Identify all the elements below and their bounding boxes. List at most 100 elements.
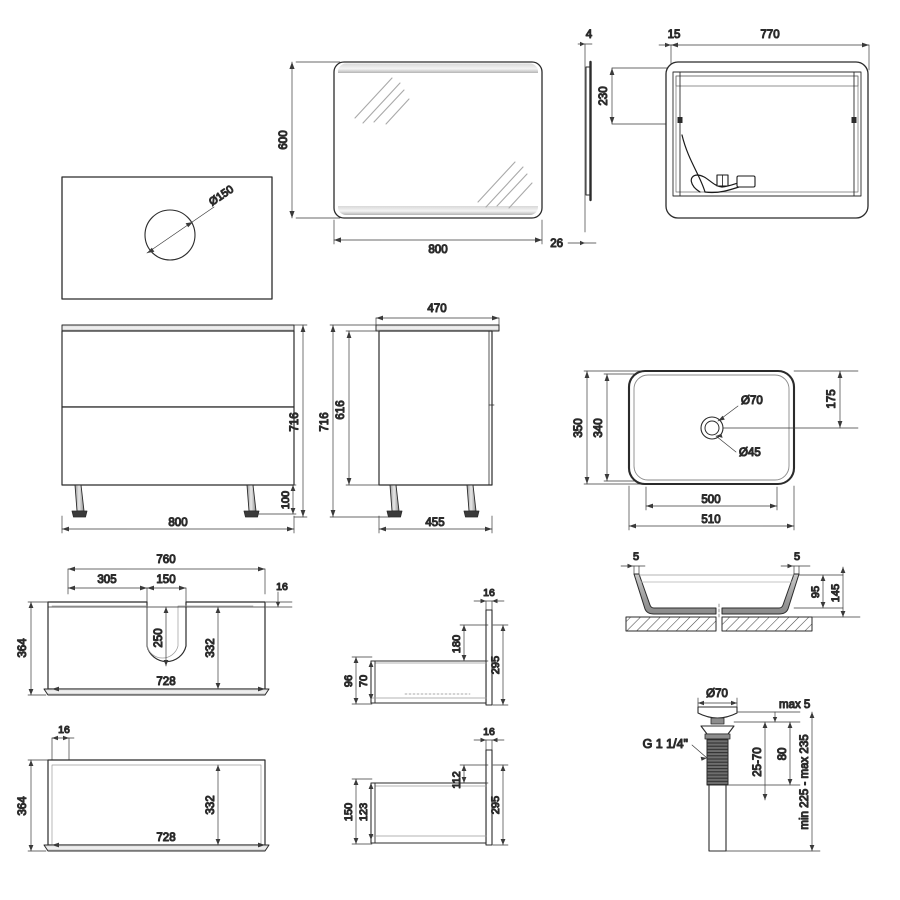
dim-upper-side-rail-height-label: 180 xyxy=(451,635,463,653)
cabinet-drawer-upper xyxy=(61,330,295,408)
dim-back-height-label: 230 xyxy=(598,86,610,105)
dim-lower-side-rail-height xyxy=(459,764,489,784)
cabinet-drawer-lower xyxy=(61,406,295,486)
dim-cabinet-body-height xyxy=(345,330,381,486)
dim-basin-inner-depth xyxy=(603,373,641,482)
dim-drain-inner-label: Ø45 xyxy=(739,447,761,459)
drawer-upper-plinth xyxy=(43,688,270,696)
leg-foot-right xyxy=(243,510,260,518)
leg-side-right xyxy=(466,484,477,512)
valve-cap xyxy=(697,706,738,719)
dim-valve-counter-range xyxy=(762,721,768,801)
view-cabinet-front: 716 100 800 xyxy=(61,324,308,534)
dim-lower-side-front-height-label: 295 xyxy=(490,796,502,814)
view-basin-top: 350 340 Ø70 Ø45 xyxy=(572,369,859,531)
dim-basin-inner-height-label: 95 xyxy=(810,586,822,598)
valve-stem xyxy=(710,717,725,725)
dim-drawer-lower-thickness xyxy=(51,735,75,761)
dim-cabinet-total-height xyxy=(293,324,308,518)
dim-drawer-upper-inner-height-label: 332 xyxy=(205,638,217,657)
dim-drawer-upper-width xyxy=(67,566,266,595)
dim-drawer-lower-inner-height xyxy=(215,764,221,846)
dim-drawer-upper-height xyxy=(27,601,51,696)
dim-cutout-depth xyxy=(163,606,169,667)
mirror-bottom-edge xyxy=(338,206,538,215)
dim-lower-side-rail-height-label: 112 xyxy=(451,771,463,789)
view-drawer-upper-front: 760 305 150 16 xyxy=(16,553,293,696)
dim-basin-outer-width-label: 510 xyxy=(701,514,720,526)
dim-lower-side-thickness-label: 16 xyxy=(483,726,495,738)
dim-cabinet-depth-top-label: 470 xyxy=(427,303,446,315)
view-drawer-lower-front: 16 364 332 728 xyxy=(16,723,270,852)
basin-section-left-wall xyxy=(633,573,717,615)
cabinet-side-body xyxy=(378,330,493,486)
mirror-top-edge xyxy=(338,63,538,73)
view-basin-section: 5 5 95 xyxy=(620,550,861,632)
dim-cabinet-total-height-label: 716 xyxy=(289,412,301,431)
dim-mirror-thickness-top-label: 4 xyxy=(586,29,593,41)
dim-cabinet-width-label: 800 xyxy=(168,517,187,529)
dim-valve-max-top xyxy=(733,711,801,723)
dim-basin-inner-width-label: 500 xyxy=(701,494,720,506)
drawer-lower-box xyxy=(47,759,266,846)
dim-mirror-height-label: 600 xyxy=(278,130,290,149)
dim-wall-left-label: 5 xyxy=(633,551,639,563)
dim-drawer-lower-height-label: 364 xyxy=(17,796,29,816)
dim-cabinet-side-total xyxy=(329,324,391,518)
dim-valve-body-height-label: 80 xyxy=(777,748,789,761)
view-drawer-upper-side: 16 180 295 xyxy=(342,586,509,706)
dim-mirror-width xyxy=(333,219,543,245)
view-mirror-side: 4 26 xyxy=(550,28,597,251)
dim-basin-outer-width xyxy=(628,485,795,531)
view-drawer-lower-side: 16 112 295 xyxy=(342,725,509,846)
dim-basin-inner-height xyxy=(793,574,844,609)
leg-side-left xyxy=(389,484,400,512)
valve-thread-leader xyxy=(691,744,708,761)
leg-side-foot-left xyxy=(386,510,403,518)
dim-basin-total-height xyxy=(811,566,861,618)
dim-cabinet-base-depth xyxy=(378,515,493,534)
dim-drain-offset-label: 175 xyxy=(826,389,838,408)
dim-cabinet-depth-top xyxy=(375,315,500,331)
view-drain-valve: Ø70 G 1 1/4" max 5 xyxy=(642,687,821,852)
dim-back-width xyxy=(670,42,870,71)
dim-cabinet-hole-leader xyxy=(146,206,215,254)
leg-front-left xyxy=(74,484,85,512)
countertop-slab-right xyxy=(721,616,813,632)
view-cabinet-top: Ø150 xyxy=(61,176,273,300)
dim-upper-side-thickness xyxy=(473,598,505,611)
mirror-reflection-lines xyxy=(354,77,533,209)
view-mirror-back: 15 770 230 xyxy=(597,28,870,219)
dim-drawer-upper-inner-width xyxy=(51,686,266,692)
cabinet-top-hole xyxy=(144,209,196,261)
dim-wall-left xyxy=(620,563,646,575)
dim-wall-right xyxy=(780,563,811,575)
dim-upper-side-inner-height-label: 70 xyxy=(358,675,370,687)
dim-drain-outer-leader xyxy=(717,405,739,422)
view-cabinet-side: 470 616 716 xyxy=(318,302,500,534)
mirror-mount-right xyxy=(851,117,857,123)
dim-valve-body-height xyxy=(727,721,801,786)
basin-section-right-wall xyxy=(721,573,800,615)
dim-valve-cap-diameter xyxy=(697,697,738,708)
dim-lower-side-inner-height-label: 123 xyxy=(358,803,370,821)
dim-mirror-thickness-bottom xyxy=(567,240,597,246)
dim-drawer-lower-inner-width-label: 728 xyxy=(156,832,175,844)
leg-side-foot-right xyxy=(463,510,480,518)
dim-lower-side-inner-height xyxy=(368,782,374,841)
basin-drain-inner xyxy=(704,420,720,436)
dim-valve-max-top-label: max 5 xyxy=(779,699,810,711)
dim-drawer-upper-thickness-label: 16 xyxy=(276,581,288,593)
dim-drawer-upper-inner-width-label: 728 xyxy=(156,676,175,688)
dim-upper-side-front-height xyxy=(492,624,509,706)
dim-cabinet-leg-height-label: 100 xyxy=(280,491,292,509)
dim-basin-outer-depth xyxy=(583,370,641,485)
dim-drain-offset xyxy=(722,370,859,429)
dim-upper-side-box-height-label: 96 xyxy=(343,675,355,687)
dim-valve-cap-diameter-label: Ø70 xyxy=(706,688,728,700)
dim-lower-side-box-height-label: 150 xyxy=(343,803,355,821)
dim-lower-side-box-height xyxy=(351,778,373,845)
dim-basin-outer-depth-label: 350 xyxy=(573,418,585,437)
dim-cutout-offset-label: 305 xyxy=(97,574,116,586)
dim-lower-side-front-height xyxy=(492,764,509,846)
